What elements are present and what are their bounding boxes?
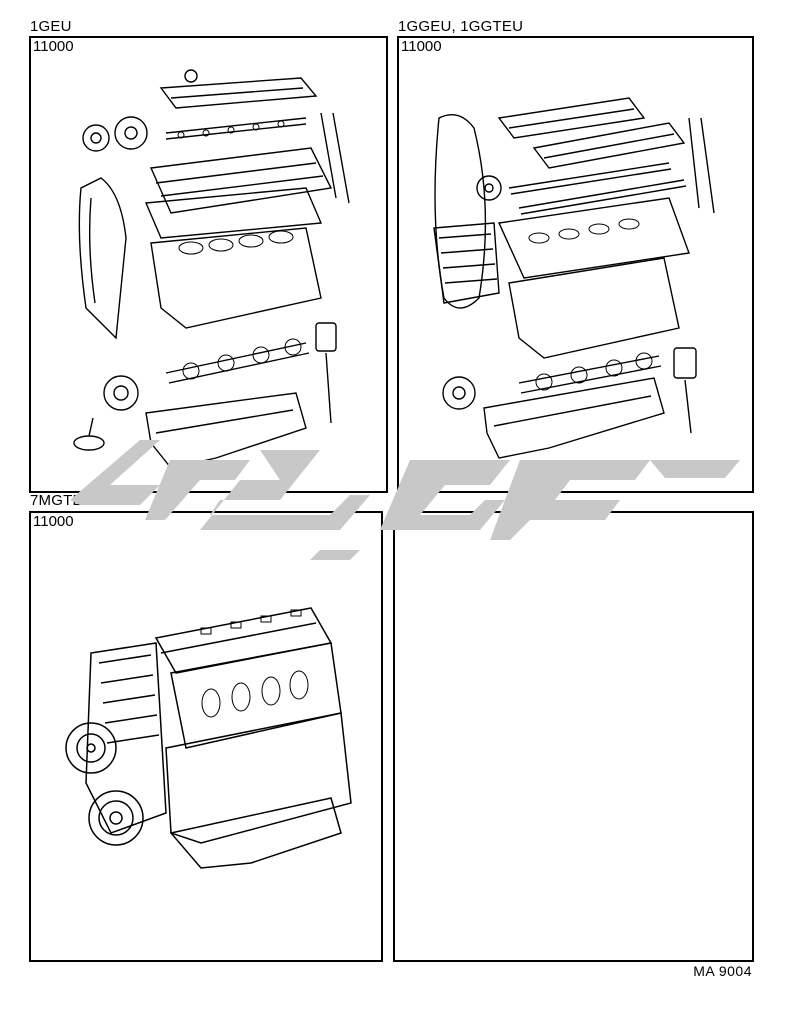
engine-exploded-diagram: [73, 69, 350, 469]
engine-label-7mgteu: 7MGTEU: [30, 492, 94, 509]
part-number: 11000: [33, 38, 74, 55]
panel-empty: [393, 511, 754, 962]
engine-exploded-diagram: [433, 97, 715, 459]
engine-label-1ggeu: 1GGEU, 1GGTEU: [398, 18, 524, 35]
panel-7mgteu: 11000: [29, 511, 383, 962]
part-number: 11000: [33, 513, 74, 530]
engine-label-1geu: 1GEU: [30, 18, 72, 35]
part-number: 11000: [401, 38, 442, 55]
panel-1ggeu: 11000: [397, 36, 754, 493]
panel-1geu: 11000: [29, 36, 388, 493]
engine-assembly-diagram: [65, 607, 352, 869]
figure-code: MA 9004: [693, 963, 752, 979]
